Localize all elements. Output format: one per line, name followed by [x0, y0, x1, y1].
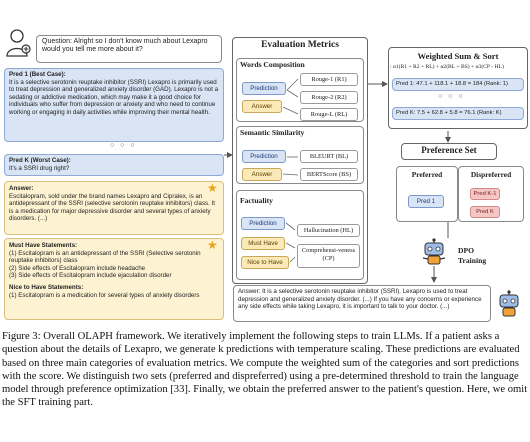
preferred-box — [396, 166, 458, 222]
rougel-label: Rouge-L (RL) — [300, 108, 358, 121]
musthave-item: (2) Side effects of Escitalopram include… — [9, 264, 146, 272]
words-answer-pill: Answer — [242, 100, 282, 113]
bertscore-label: BERTScore (BS) — [300, 168, 358, 181]
preference-set-title: Preference Set — [421, 145, 477, 155]
semantic-similarity-box — [236, 126, 364, 184]
score-ellipsis: ○ ○ ○ — [438, 93, 465, 100]
dispreferred-box — [458, 166, 524, 222]
question-text: Question: Alright so I don't know much a… — [42, 38, 208, 54]
final-answer-box: Answer: It is a selective serotonin reup… — [233, 285, 491, 322]
statements-box: Must Have Statements: (1) Escitalopram i… — [4, 238, 224, 320]
weighted-sum-panel — [388, 47, 528, 129]
pred1-title: Pred 1 (Best Case): — [9, 71, 66, 78]
musthave-item: (3) Side effects of Escitalopram include… — [9, 272, 172, 280]
factuality-title: Factuality — [240, 196, 273, 205]
pred1-text: It is a selective serotonin reuptake inh… — [9, 78, 219, 116]
musthave-item: (1) Escitalopram is an antidepressant of… — [9, 249, 201, 265]
robot-icon — [422, 238, 446, 265]
predk-score: Pred K: 7.5 + 62.8 + 5.8 = 76.1 (Rank: K… — [392, 107, 524, 120]
nicetohave-title: Nice to Have Statements: — [9, 283, 84, 291]
semantic-answer-pill: Answer — [242, 168, 282, 181]
musthave-pill: Must Have — [241, 237, 285, 250]
words-composition-box — [236, 58, 364, 122]
answer-title: Answer: — [9, 185, 34, 192]
evaluation-metrics-panel — [232, 37, 368, 284]
star-icon: ★ — [207, 238, 218, 252]
final-answer-text: Answer: It is a selective serotonin reup… — [238, 288, 482, 311]
pred-ellipsis: ○ ○ ○ — [110, 142, 137, 149]
dispreferred-predk: Pred K — [470, 206, 500, 218]
bleurt-label: BLEURT (BL) — [300, 150, 358, 163]
predk-box: Pred K (Worst Case): It's a SSRI drug ri… — [4, 154, 224, 176]
evaluation-metrics-title: Evaluation Metrics — [261, 40, 339, 50]
preferred-pred1: Pred 1 — [408, 195, 444, 208]
preference-set-title-box — [401, 143, 497, 160]
dispreferred-label: Dispreferred — [470, 170, 512, 179]
factuality-prediction-pill: Prediction — [241, 217, 285, 230]
flow-arrows — [224, 81, 451, 283]
weighted-sum-title: Weighted Sum & Sort — [417, 51, 499, 61]
predk-text: It's a SSRI drug right? — [9, 164, 70, 172]
pred1-score: Pred 1: 47.1 + 118.1 + 18.8 = 184 (Rank:… — [392, 78, 524, 91]
pred1-box: Pred 1 (Best Case): It is a selective se… — [4, 68, 224, 142]
hallucination-label: Hallucination (HL) — [297, 224, 360, 237]
words-prediction-pill: Prediction — [242, 82, 286, 95]
star-icon: ★ — [207, 181, 218, 195]
rouge1-label: Rouge-1 (R1) — [300, 73, 358, 86]
nicetohave-pill: Nice to Have — [241, 256, 289, 269]
metric-connectors — [282, 78, 299, 263]
question-box: Question: Alright so I don't know much a… — [36, 35, 222, 63]
comprehensiveness-label: Comprehensi-veness (CP) — [297, 244, 360, 268]
rouge2-label: Rouge-2 (R2) — [300, 91, 358, 104]
patient-icon — [6, 29, 31, 57]
dispreferred-predk1: Pred K-1 — [470, 188, 500, 200]
answer-text: Escitalopram, sold under the brand names… — [9, 192, 216, 223]
preferred-label: Preferred — [411, 170, 443, 179]
robot-icon — [499, 290, 519, 317]
semantic-similarity-title: Semantic Similarity — [240, 128, 305, 137]
dpo-training-label: DPO Training — [458, 246, 487, 265]
factuality-box — [236, 190, 364, 280]
figure-caption: Figure 3: Overall OLAPH framework. We it… — [2, 331, 528, 409]
semantic-prediction-pill: Prediction — [242, 150, 286, 163]
answer-box: Answer: Escitalopram, sold under the bra… — [4, 181, 224, 235]
predk-title: Pred K (Worst Case): — [9, 157, 71, 164]
musthave-title: Must Have Statements: — [9, 242, 78, 249]
weighted-formula: : α1(R1 + R2 + RL) + α2(BL + BS) + α3(CP… — [390, 64, 504, 70]
nicetohave-item: (1) Escitalopram is a medication for sev… — [9, 291, 200, 299]
words-composition-title: Words Composition — [240, 60, 305, 69]
